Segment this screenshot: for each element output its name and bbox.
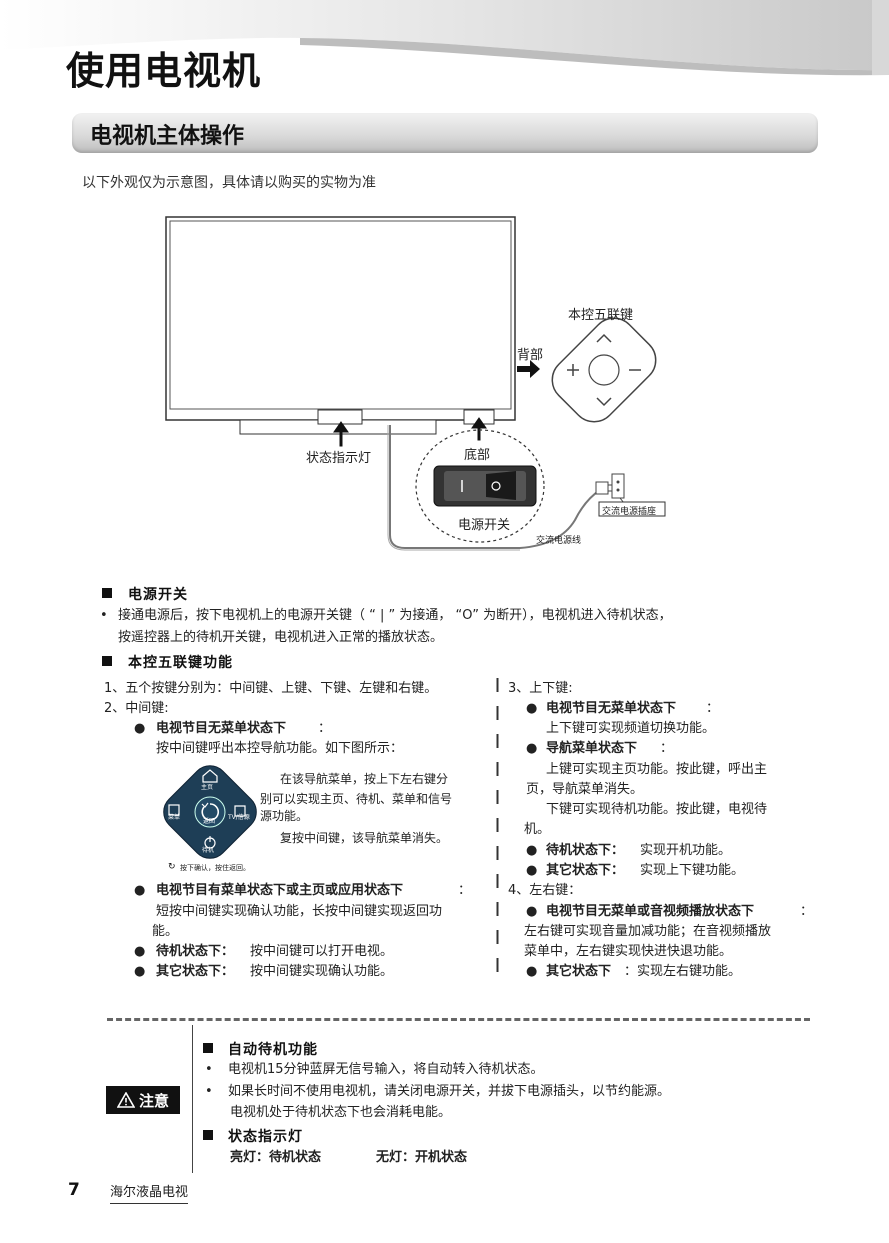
- updown-other-title: 其它状态下：: [546, 863, 625, 878]
- lr-line2: 菜单中，左右键实现快进快退功能。: [524, 944, 733, 959]
- updown-nav-line2: 页，导航菜单消失。: [526, 782, 644, 797]
- warning-icon: [116, 1092, 135, 1108]
- keys-item1: 1、五个按键分别为：中间键、上键、下键、左键和右键。: [104, 681, 438, 696]
- tv-diagram: [165, 216, 666, 551]
- column-divider: [496, 678, 499, 976]
- header-swoosh-decoration: [0, 0, 889, 76]
- dashed-divider: [107, 1018, 810, 1021]
- center-other-text: 按中间键实现确认功能。: [250, 964, 394, 979]
- colon-text: ：: [318, 721, 332, 736]
- bullet-dot-icon: •: [100, 608, 108, 623]
- bullet-dot-icon: ●: [526, 904, 538, 919]
- nav-menu-label: 菜单: [168, 814, 181, 821]
- colon-text: ：: [458, 883, 472, 898]
- nav-standby-label: 待机: [202, 847, 215, 854]
- nav-desc-line3: 源功能。: [260, 809, 309, 823]
- notice-badge: 注意: [106, 1086, 180, 1114]
- bullet-dot-icon: ●: [526, 843, 538, 858]
- light-off-text: 无灯：开机状态: [376, 1150, 468, 1165]
- light-on-text: 亮灯：待机状态: [230, 1150, 322, 1165]
- updown-nav-line4: 机。: [524, 822, 551, 837]
- center-has-menu-line2: 能。: [152, 924, 179, 939]
- center-standby-title: 待机状态下：: [156, 944, 235, 959]
- updown-no-menu-text: 上下键可实现频道切换功能。: [546, 721, 716, 736]
- updown-nav-line1: 上键可实现主页功能。按此键，呼出主: [546, 762, 768, 777]
- updown-standby-text: 实现开机功能。: [640, 843, 732, 858]
- power-heading: 电源开关: [128, 587, 188, 603]
- square-bullet-icon: [102, 656, 112, 666]
- square-bullet-icon: [203, 1043, 213, 1053]
- refresh-icon: ↻: [168, 862, 176, 872]
- section-header-bar: [72, 113, 818, 153]
- center-has-menu-title: 电视节目有菜单状态下或主页或应用状态下: [156, 883, 404, 898]
- intro-text: 以下外观仅为示意图，具体请以购买的实物为准: [82, 175, 376, 191]
- keys-item4: 4、左右键：: [508, 883, 582, 898]
- auto-standby-bullet2b: 电视机处于待机状态下也会消耗电能。: [230, 1105, 452, 1120]
- keys-item3: 3、上下键:: [508, 681, 573, 696]
- nav-desc-line2: 别可以实现主页、待机、菜单和信号: [260, 792, 453, 806]
- ac-cord-label: 交流电源线: [536, 536, 582, 546]
- page-number: 7: [68, 1180, 80, 1200]
- back-label: 背部: [517, 348, 544, 363]
- nav-desc-line1: 在该导航菜单，按上下左右键分: [280, 772, 449, 786]
- bullet-dot-icon: ●: [526, 863, 538, 878]
- bullet-dot-icon: ●: [526, 701, 538, 716]
- status-light-heading: 状态指示灯: [228, 1129, 303, 1145]
- notice-vertical-rule: [192, 1025, 193, 1173]
- auto-standby-bullet2: 如果长时间不使用电视机，请关闭电源开关，并拔下电源插头，以节约能源。: [228, 1084, 671, 1099]
- bullet-dot-icon: •: [205, 1084, 213, 1099]
- updown-nav-line3: 下键可实现待机功能。按此键，电视待: [546, 802, 768, 817]
- section-title: 电视机主体操作: [90, 124, 245, 149]
- page-title: 使用电视机: [66, 49, 262, 93]
- status-light-label: 状态指示灯: [306, 451, 372, 466]
- colon-text: ：: [660, 741, 674, 756]
- center-standby-text: 按中间键可以打开电视。: [250, 944, 394, 959]
- updown-standby-title: 待机状态下：: [546, 843, 625, 858]
- power-text-line2: 按遥控器上的待机开关键，电视机进入正常的播放状态。: [118, 630, 444, 645]
- bullet-dot-icon: ●: [526, 741, 538, 756]
- bottom-label: 底部: [464, 448, 491, 463]
- square-bullet-icon: [203, 1130, 213, 1140]
- bullet-dot-icon: ●: [134, 721, 146, 736]
- bullet-dot-icon: ●: [134, 883, 146, 898]
- bullet-dot-icon: ●: [134, 944, 146, 959]
- nav-menu-illustration: [163, 765, 257, 859]
- updown-other-text: 实现上下键功能。: [640, 863, 745, 878]
- nav-home-label: 主页: [201, 784, 214, 791]
- bullet-dot-icon: ●: [134, 964, 146, 979]
- nav-desc-line4: 复按中间键，该导航菜单消失。: [280, 831, 449, 845]
- lr-title: 电视节目无菜单或音视频播放状态下: [546, 904, 755, 919]
- nav-caption: 按下确认，按住返回。: [180, 864, 250, 872]
- five-keys-label: 本控五联键: [568, 308, 634, 323]
- keys-heading: 本控五联键功能: [128, 655, 233, 671]
- keys-item2: 2、中间键:: [104, 701, 169, 716]
- lr-other-title: 其它状态下: [546, 964, 612, 979]
- center-other-title: 其它状态下：: [156, 964, 235, 979]
- power-text-line1: 接通电源后，按下电视机上的电源开关键（ “ | ” 为接通， “O” 为断开），…: [118, 608, 672, 623]
- auto-standby-bullet1: 电视机15分钟蓝屏无信号输入，将自动转入待机状态。: [228, 1062, 544, 1077]
- bullet-dot-icon: ●: [526, 964, 538, 979]
- lr-line1: 左右键可实现音量加减功能；在音视频播放: [524, 924, 772, 939]
- auto-standby-heading: 自动待机功能: [228, 1042, 318, 1058]
- center-has-menu-line1: 短按中间键实现确认功能，长按中间键实现返回功: [156, 904, 443, 919]
- footer-brand: 海尔液晶电视: [110, 1181, 189, 1204]
- updown-no-menu-title: 电视节目无菜单状态下: [546, 701, 677, 716]
- ac-socket-label: 交流电源插座: [602, 507, 657, 517]
- nav-source-label: TV/信源: [228, 814, 250, 821]
- bullet-dot-icon: •: [205, 1062, 213, 1077]
- colon-text: ：: [800, 904, 814, 919]
- center-no-menu-title: 电视节目无菜单状态下: [156, 721, 287, 736]
- colon-text: ：: [706, 701, 720, 716]
- power-switch-label: 电源开关: [458, 518, 511, 533]
- center-no-menu-text: 按中间键呼出本控导航功能。如下图所示：: [156, 741, 404, 756]
- notice-badge-label: 注意: [138, 1091, 169, 1110]
- lr-other-text: ：实现左右键功能。: [624, 964, 742, 979]
- updown-nav-title: 导航菜单状态下: [546, 741, 638, 756]
- nav-back-label: 返回: [203, 818, 216, 825]
- square-bullet-icon: [102, 588, 112, 598]
